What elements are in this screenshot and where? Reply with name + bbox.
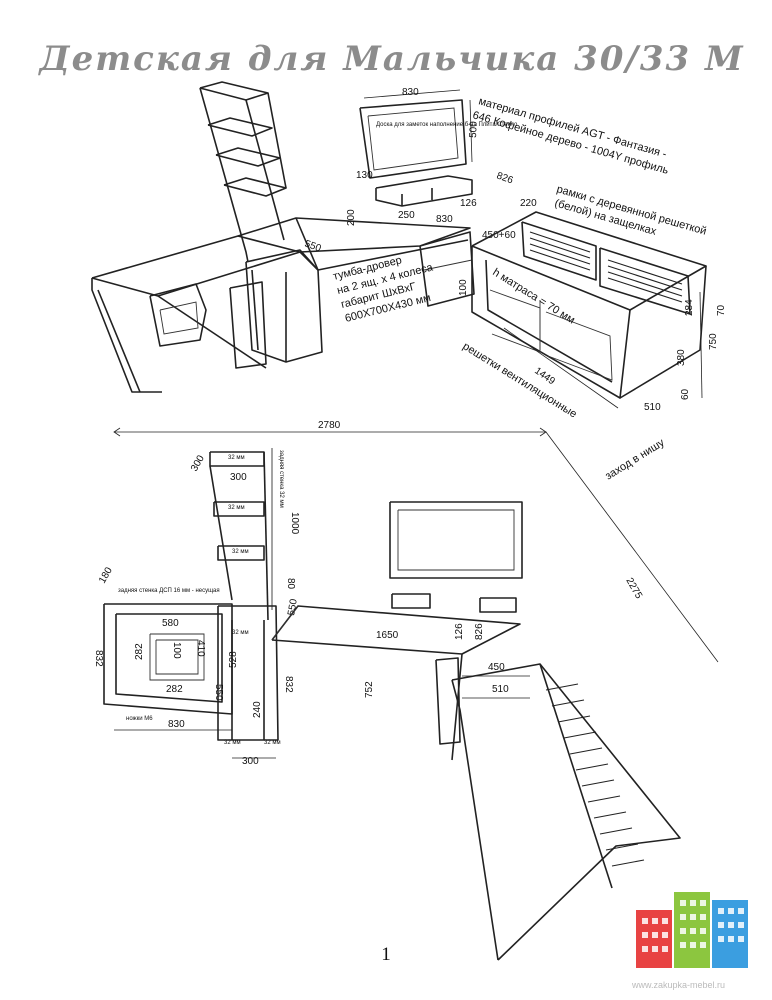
dim-282b: 282 — [166, 684, 183, 695]
dim-832a: 832 — [93, 650, 104, 667]
back-wall-32: задняя стенка 32 мм — [278, 450, 284, 508]
dim-550b: 550 — [286, 598, 300, 617]
legs-note: ножки М6 — [126, 716, 153, 722]
dim-220: 220 — [520, 198, 537, 209]
dim-200: 200 — [346, 209, 357, 226]
dim-450-60: 450+60 — [482, 230, 516, 241]
back-wall-dsp: задняя стенка ДСП 16 мм - несущая — [118, 588, 220, 594]
shelf-32-6: 32 мм — [264, 740, 281, 746]
dim-board-height: 500 — [468, 121, 480, 138]
dim-300a: 300 — [230, 472, 247, 483]
watermark: www.zakupka-mebel.ru — [631, 980, 725, 990]
dim-830: 830 — [436, 214, 453, 225]
dim-832b: 832 — [283, 676, 294, 693]
shelf-32-3: 32 мм — [232, 549, 249, 555]
dim-80: 80 — [285, 578, 296, 590]
top-isometric-view: Доска для заметок наполнение б-на Плита/… — [91, 81, 727, 483]
dim-528: 528 — [228, 651, 239, 668]
dim-282a: 282 — [134, 643, 145, 660]
shelf-32-4: 32 мм — [232, 630, 249, 636]
bottom-pedestal: 32 мм 32 мм 32 мм 528 240 832 550 300 — [217, 598, 300, 767]
dim-410: 410 — [195, 640, 206, 657]
dim-1650: 1650 — [376, 630, 399, 641]
dim-826: 826 — [495, 170, 515, 186]
top-bookshelf — [199, 81, 287, 263]
dim-1000: 1000 — [289, 512, 300, 535]
dim-750: 750 — [708, 333, 719, 350]
dim-100: 100 — [171, 642, 182, 659]
sheet-title: Детская для Мальчика 30/33 М — [37, 39, 744, 79]
shelf-32-1: 32 мм — [228, 455, 245, 461]
bottom-desk-left: задняя стенка ДСП 16 мм - несущая 180 83… — [93, 565, 233, 731]
dim-130: 130 — [356, 170, 373, 181]
dim-250: 250 — [398, 210, 415, 221]
top-desk — [91, 217, 471, 393]
dim-510: 510 — [492, 684, 509, 695]
bottom-bed: 450 510 — [435, 657, 681, 961]
dim-300c: 300 — [242, 756, 259, 767]
bottom-bookshelf: 32 мм 32 мм 32 мм 300 300 задняя стенка … — [189, 448, 300, 621]
dim-240: 240 — [252, 701, 263, 718]
dim-126: 126 — [460, 198, 477, 209]
dim-284: 284 — [684, 299, 695, 316]
dim-510: 510 — [644, 402, 661, 413]
top-drawer-cabinet: 100 — [419, 231, 475, 307]
dim-830: 830 — [168, 719, 185, 730]
dim-826: 826 — [474, 623, 485, 640]
top-shelf-unit: 130 200 250 126 826 220 830 550 450+60 — [303, 170, 537, 255]
bottom-bed-grille — [545, 683, 645, 867]
dim-126: 126 — [454, 623, 465, 640]
dim-300b: 300 — [189, 453, 207, 473]
logo-windows — [642, 900, 744, 952]
dim-450: 450 — [488, 662, 505, 673]
dim-180: 180 — [97, 565, 115, 585]
dim-580: 580 — [162, 618, 179, 629]
shelf-32-5: 32 мм — [224, 740, 241, 746]
top-bed: 1449 284 750 70 380 60 510 — [471, 211, 727, 413]
dim-752: 752 — [364, 681, 375, 698]
bottom-plan-view: 2780 2275 32 мм 32 мм 32 мм 300 300 задн… — [93, 420, 719, 961]
dim-380: 380 — [676, 349, 687, 366]
dim-70: 70 — [716, 304, 727, 316]
shelf-32-2: 32 мм — [228, 505, 245, 511]
dim-60: 60 — [680, 388, 691, 400]
site-logo: www.zakupka-mebel.ru — [631, 892, 748, 990]
dim-2780: 2780 — [318, 420, 341, 431]
niche-note: заход в нишу — [603, 436, 667, 482]
title-text: Детская для Мальчика 30/33 М — [37, 39, 744, 79]
top-board: Доска для заметок наполнение б-на Плита/… — [359, 87, 518, 179]
dim-board-width: 830 — [402, 87, 419, 98]
bottom-board: 126 826 — [389, 501, 523, 640]
dim-100: 100 — [458, 279, 469, 296]
page-number: 1 — [381, 944, 391, 965]
dim-2275: 2275 — [623, 576, 644, 601]
mattress-note: h матраса = 70 мм — [490, 266, 576, 326]
top-bed-grille — [529, 231, 683, 303]
board-label: Доска для заметок наполнение б-на Плита/… — [376, 122, 518, 128]
